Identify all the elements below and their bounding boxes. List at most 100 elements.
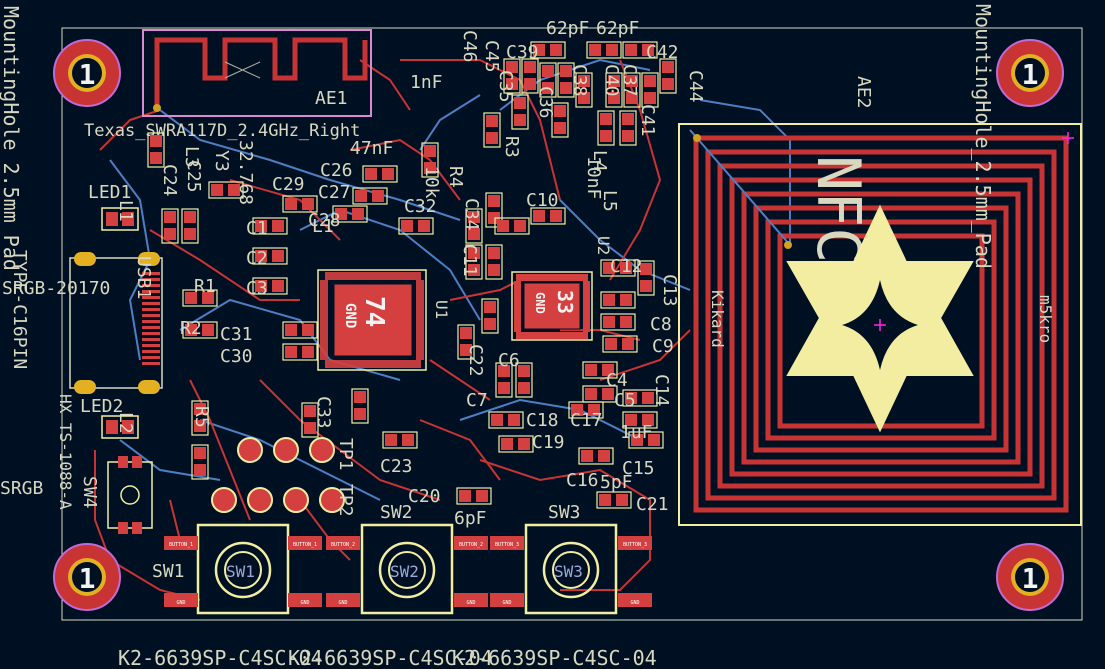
passive-footprint (619, 110, 637, 146)
label-c27: C27 (318, 182, 351, 203)
label-c29: C29 (272, 174, 305, 195)
label-c7: C7 (466, 390, 488, 411)
sw3-gnd-label: GND (630, 600, 639, 606)
ae2-text-kikard: Kikard (708, 290, 727, 348)
passive-footprint (351, 388, 369, 424)
passive-footprint (515, 362, 533, 398)
label-c33: C33 (313, 396, 334, 429)
passive-footprint (181, 208, 199, 244)
led2-ref: LED2 (80, 396, 123, 417)
antenna-ae2: AE2 NFC Kikard m5kro (678, 76, 1082, 526)
u2-gnd: GND (533, 292, 547, 314)
label-c41: C41 (637, 104, 658, 137)
passive-footprint (586, 41, 622, 59)
label-c42: C42 (646, 42, 679, 63)
label-c23: C23 (380, 456, 413, 477)
switch-footprint-1: K2-6639SP-C4SC-04 (118, 646, 323, 669)
label-5pf: 5pF (600, 472, 633, 493)
label-c14: C14 (651, 374, 672, 407)
srgb-lower: SRGB (0, 478, 43, 499)
regulator-text: HX TS-1088-A (56, 394, 75, 510)
u2-ref: U2 (594, 236, 613, 255)
ae1-ref: AE1 (315, 88, 348, 109)
label-c28: C28 (308, 210, 341, 231)
passive-footprint (641, 72, 659, 108)
label-62pf: 62pF (596, 18, 639, 39)
switch-footprint-3: K2-6639SP-C4SC-04 (452, 646, 657, 669)
passive-footprint (600, 313, 636, 331)
label-c10: C10 (526, 190, 559, 211)
passive-footprint (465, 208, 483, 244)
sw1-fab-ref: SW1 (226, 562, 255, 581)
passive-footprint (521, 58, 539, 94)
passive-footprint (147, 132, 165, 168)
passive-footprint (495, 362, 513, 398)
label-c11: C11 (459, 244, 480, 277)
passive-footprint (382, 431, 418, 449)
sw3-ref: SW3 (548, 502, 581, 523)
passive-footprint (282, 195, 318, 213)
label-r5: R5 (191, 406, 212, 428)
label-c32: C32 (404, 196, 437, 217)
led1-ref: LED1 (88, 182, 131, 203)
mount-hole-number: 1 (1022, 562, 1039, 595)
passive-footprint (208, 181, 244, 199)
switch-sw2[interactable]: BUTTON_2 BUTTON_2 GND GND SW2 SW2 (326, 502, 488, 615)
label-c36: C36 (535, 86, 556, 119)
passive-footprint (600, 259, 636, 277)
passive-footprint (596, 491, 632, 509)
passive-footprint (622, 411, 658, 429)
passive-footprint (530, 207, 566, 225)
passive-footprint (362, 165, 398, 183)
mount-hole-number: 1 (1022, 58, 1039, 91)
passive-footprint (301, 402, 319, 438)
switch-sw3[interactable]: BUTTON_3 BUTTON_3 GND GND SW3 SW3 (490, 502, 652, 615)
label-c8: C8 (650, 314, 672, 335)
switch-sw4[interactable]: SW4 (79, 456, 153, 534)
tp2-ref: TP2 (335, 484, 356, 517)
led1: LED1 (88, 182, 139, 231)
test-points: TP1 TP2 (211, 437, 356, 517)
passive-footprint (252, 247, 288, 265)
passive-footprint (539, 62, 557, 98)
label-c30: C30 (220, 346, 253, 367)
usb-c-connector: USB1 TYPE-C16PIN SRGB-20170 (2, 250, 163, 394)
passive-components (147, 41, 677, 509)
label-l2: L2 (115, 412, 136, 434)
label-1nf: 1nF (410, 72, 443, 93)
passive-footprint (465, 244, 483, 280)
mounting-hole-top-left: 1 (53, 39, 121, 107)
passive-footprint (481, 298, 499, 334)
passive-footprint (332, 205, 368, 223)
tp1-ref: TP1 (335, 438, 356, 471)
passive-footprint (551, 102, 569, 138)
passive-footprint (600, 291, 636, 309)
u1-gnd: GND (342, 303, 358, 328)
passive-footprint (456, 487, 492, 505)
sw4-ref: SW4 (79, 476, 100, 509)
label-10k: 10k (421, 166, 442, 199)
sw2-ref: SW2 (380, 502, 413, 523)
label-c12: C12 (610, 256, 643, 277)
label-c45: C45 (481, 40, 502, 73)
label-c5: C5 (614, 390, 636, 411)
sw1-pin-label: BUTTON_1 (293, 542, 317, 548)
passive-footprint (352, 187, 388, 205)
mount-hole-number: 1 (79, 562, 96, 595)
usb-ref: USB1 (133, 256, 154, 299)
sw1-ref: SW1 (152, 561, 185, 582)
switch-sw1[interactable]: BUTTON_1 BUTTON_1 GND GND SW1 SW1 (152, 523, 322, 615)
passive-footprint (597, 110, 615, 146)
label-c1: C1 (246, 218, 268, 239)
label-10nf: 10nF (583, 156, 604, 199)
label-r2: R2 (180, 318, 202, 339)
label-c35: C35 (495, 70, 516, 103)
label-c13: C13 (659, 274, 680, 307)
passive-footprint (602, 335, 638, 353)
passive-footprint (182, 321, 218, 339)
sw3-gnd-label: GND (502, 600, 511, 606)
passive-footprint (161, 208, 179, 244)
label-c4: C4 (606, 370, 628, 391)
mounting-hole-bottom-left: 1 (53, 543, 121, 611)
sw1-gnd-label: GND (176, 600, 185, 606)
